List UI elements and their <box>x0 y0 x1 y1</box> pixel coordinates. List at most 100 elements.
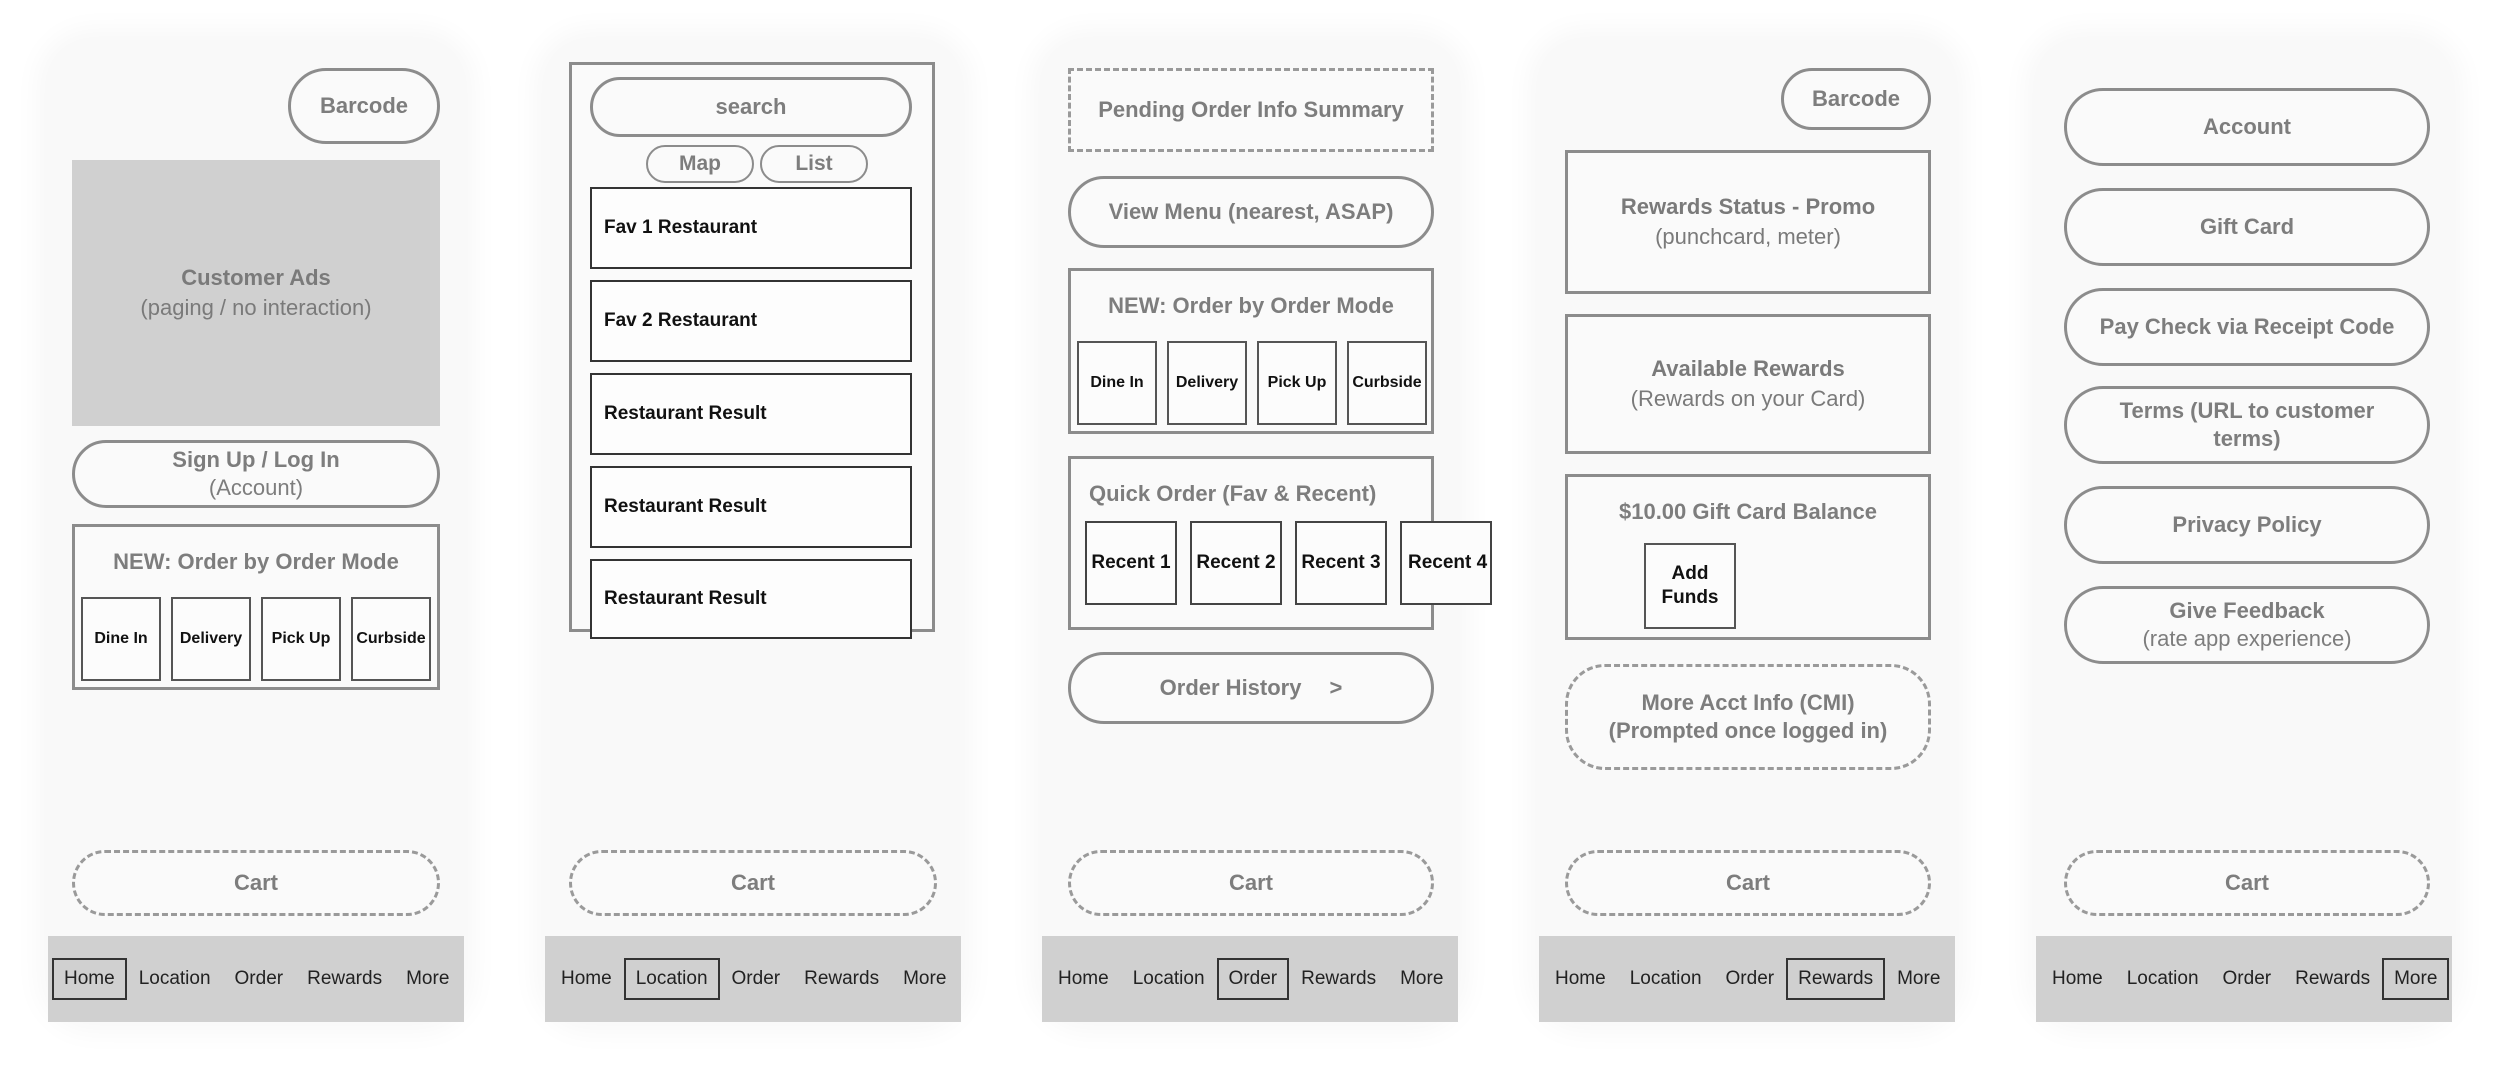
list-toggle[interactable]: List <box>760 145 868 183</box>
nav-home[interactable]: Home <box>1058 968 1109 989</box>
barcode-button[interactable]: Barcode <box>288 68 440 144</box>
barcode-button[interactable]: Barcode <box>1781 68 1931 130</box>
nav-location[interactable]: Location <box>2126 968 2199 989</box>
cart-button[interactable]: Cart <box>569 850 937 916</box>
chevron-right-icon: > <box>1329 675 1343 700</box>
bottom-nav: Home Location Order Rewards More <box>545 936 961 1022</box>
gift-card-button[interactable]: Gift Card <box>2064 188 2430 266</box>
bottom-nav: Home Location Order Rewards More <box>1042 936 1458 1022</box>
signup-title: Sign Up / Log In <box>172 447 340 472</box>
dine-in-button[interactable]: Dine In <box>1077 341 1157 425</box>
nav-more[interactable]: More <box>903 968 947 989</box>
add-funds-button[interactable]: Add Funds <box>1644 543 1736 629</box>
give-feedback-button[interactable]: Give Feedback (rate app experience) <box>2064 586 2430 664</box>
recent-order-3[interactable]: Recent 3 <box>1295 521 1387 605</box>
nav-rewards[interactable]: Rewards <box>1301 968 1377 989</box>
barcode-label: Barcode <box>1811 86 1901 111</box>
pickup-button[interactable]: Pick Up <box>1257 341 1337 425</box>
restaurant-item-fav1[interactable]: Fav 1 Restaurant <box>590 187 912 269</box>
cart-button[interactable]: Cart <box>1068 850 1434 916</box>
signup-subtitle: (Account) <box>208 475 304 500</box>
nav-more[interactable]: More <box>406 968 450 989</box>
order-screen: Pending Order Info Summary View Menu (ne… <box>1042 40 1492 1022</box>
home-screen: Barcode Customer Ads (paging / no intera… <box>48 40 464 1022</box>
available-rewards-title: Available Rewards <box>1651 356 1845 381</box>
cart-button[interactable]: Cart <box>72 850 440 916</box>
recent-order-2[interactable]: Recent 2 <box>1190 521 1282 605</box>
nav-order[interactable]: Order <box>1725 968 1775 989</box>
curbside-button[interactable]: Curbside <box>1347 341 1427 425</box>
more-screen: Account Gift Card Pay Check via Receipt … <box>2036 40 2452 1022</box>
view-menu-label: View Menu (nearest, ASAP) <box>1108 199 1394 224</box>
nav-rewards[interactable]: Rewards <box>804 968 880 989</box>
terms-button[interactable]: Terms (URL to customer terms) <box>2064 386 2430 464</box>
rewards-status-subtitle: (punchcard, meter) <box>1655 224 1841 249</box>
search-input[interactable]: search <box>590 77 912 137</box>
nav-location[interactable]: Location <box>138 968 211 989</box>
nav-home[interactable]: Home <box>2052 968 2103 989</box>
privacy-policy-button[interactable]: Privacy Policy <box>2064 486 2430 564</box>
nav-home[interactable]: Home <box>52 958 127 1000</box>
more-account-info-subtitle: (Prompted once logged in) <box>1608 718 1888 743</box>
give-feedback-subtitle: (rate app experience) <box>2142 626 2352 651</box>
search-placeholder: search <box>715 94 787 119</box>
restaurant-item-result[interactable]: Restaurant Result <box>590 466 912 548</box>
nav-more[interactable]: More <box>1400 968 1444 989</box>
account-button[interactable]: Account <box>2064 88 2430 166</box>
recent-order-1[interactable]: Recent 1 <box>1085 521 1177 605</box>
cart-label: Cart <box>2224 870 2269 895</box>
cart-label: Cart <box>1725 870 1770 895</box>
nav-home[interactable]: Home <box>1555 968 1606 989</box>
restaurant-item-result[interactable]: Restaurant Result <box>590 373 912 455</box>
nav-order[interactable]: Order <box>2222 968 2272 989</box>
nav-home[interactable]: Home <box>561 968 612 989</box>
pickup-button[interactable]: Pick Up <box>261 597 341 681</box>
rewards-status-title: Rewards Status - Promo <box>1620 194 1876 219</box>
rewards-status-panel[interactable]: Rewards Status - Promo (punchcard, meter… <box>1565 150 1931 294</box>
restaurant-item-fav2[interactable]: Fav 2 Restaurant <box>590 280 912 362</box>
nav-order[interactable]: Order <box>234 968 284 989</box>
cart-label: Cart <box>233 870 278 895</box>
nav-rewards[interactable]: Rewards <box>307 968 383 989</box>
location-screen: search Map List Fav 1 Restaurant Fav 2 R… <box>545 40 961 1022</box>
restaurant-item-result[interactable]: Restaurant Result <box>590 559 912 639</box>
nav-rewards[interactable]: Rewards <box>2295 968 2371 989</box>
nav-location[interactable]: Location <box>623 958 720 1000</box>
rewards-screen: Barcode Rewards Status - Promo (punchcar… <box>1539 40 1955 1022</box>
cart-button[interactable]: Cart <box>1565 850 1931 916</box>
map-toggle[interactable]: Map <box>646 145 754 183</box>
more-account-info-button[interactable]: More Acct Info (CMI) (Prompted once logg… <box>1565 664 1931 770</box>
nav-rewards[interactable]: Rewards <box>1786 958 1886 1000</box>
bottom-nav: Home Location Order Rewards More <box>48 936 464 1022</box>
nav-location[interactable]: Location <box>1132 968 1205 989</box>
nav-more[interactable]: More <box>2382 958 2450 1000</box>
location-panel: search Map List Fav 1 Restaurant Fav 2 R… <box>569 62 935 639</box>
nav-order[interactable]: Order <box>731 968 781 989</box>
ads-subtitle: (paging / no interaction) <box>140 295 372 320</box>
pay-check-button[interactable]: Pay Check via Receipt Code <box>2064 288 2430 366</box>
order-history-label: Order History <box>1159 675 1302 700</box>
bottom-nav: Home Location Order Rewards More <box>1539 936 1955 1022</box>
dine-in-button[interactable]: Dine In <box>81 597 161 681</box>
available-rewards-panel[interactable]: Available Rewards (Rewards on your Card) <box>1565 314 1931 454</box>
nav-location[interactable]: Location <box>1629 968 1702 989</box>
more-account-info-title: More Acct Info (CMI) <box>1641 690 1855 715</box>
delivery-button[interactable]: Delivery <box>171 597 251 681</box>
curbside-button[interactable]: Curbside <box>351 597 431 681</box>
order-mode-title: NEW: Order by Order Mode <box>1108 293 1394 318</box>
signup-login-button[interactable]: Sign Up / Log In (Account) <box>72 440 440 508</box>
nav-more[interactable]: More <box>1897 968 1941 989</box>
cart-button[interactable]: Cart <box>2064 850 2430 916</box>
pending-order-summary[interactable]: Pending Order Info Summary <box>1068 68 1434 152</box>
delivery-button[interactable]: Delivery <box>1167 341 1247 425</box>
recent-order-4[interactable]: Recent 4 <box>1400 521 1492 605</box>
quick-order-panel: Quick Order (Fav & Recent) Recent 1 Rece… <box>1068 456 1492 630</box>
bottom-nav: Home Location Order Rewards More <box>2036 936 2452 1022</box>
available-rewards-subtitle: (Rewards on your Card) <box>1630 386 1866 411</box>
order-history-button[interactable]: Order History > <box>1068 652 1434 724</box>
give-feedback-title: Give Feedback <box>2169 598 2325 623</box>
nav-order[interactable]: Order <box>1216 958 1290 1000</box>
order-mode-panel: NEW: Order by Order Mode Dine In Deliver… <box>1068 268 1434 434</box>
cart-label: Cart <box>730 870 775 895</box>
view-menu-button[interactable]: View Menu (nearest, ASAP) <box>1068 176 1434 248</box>
